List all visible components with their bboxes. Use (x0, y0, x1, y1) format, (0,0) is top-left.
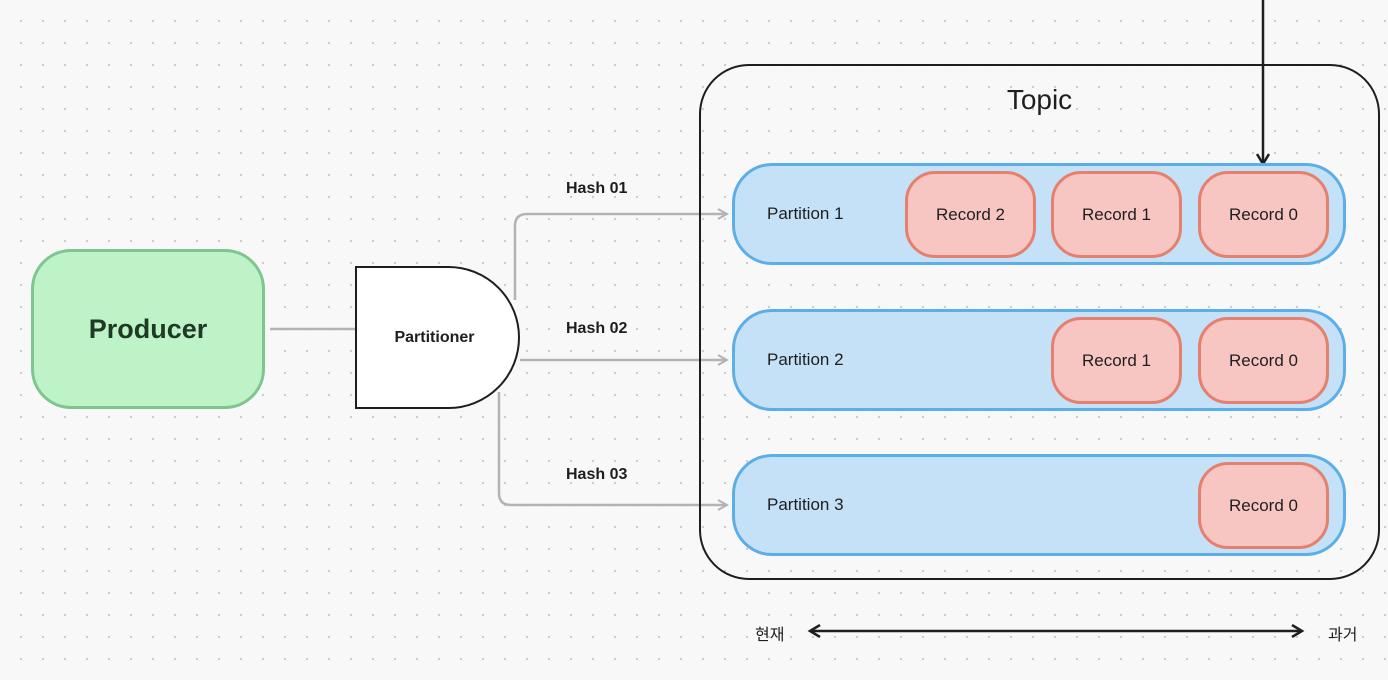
partition-1: Partition 1 Record 2 Record 1 Record 0 (732, 163, 1346, 265)
hash-03-connector (497, 392, 727, 505)
record-item: Record 0 (1198, 317, 1329, 404)
record-item: Record 1 (1051, 171, 1182, 258)
hash-label-03: Hash 03 (566, 466, 628, 483)
hash-01-connector (513, 214, 727, 300)
partitioner-label: Partitioner (394, 328, 475, 346)
timeline-past-label: 과거 (1328, 627, 1358, 644)
hash-label-02: Hash 02 (566, 320, 628, 337)
partition-label: Partition 3 (767, 495, 844, 514)
partition-2: Partition 2 Record 1 Record 0 (732, 309, 1346, 411)
topic-container: Topic (699, 64, 1380, 580)
record-item: Record 1 (1051, 317, 1182, 404)
partition-label: Partition 2 (767, 350, 844, 369)
partition-3: Partition 3 Record 0 (732, 454, 1346, 556)
partitioner-node: Partitioner (355, 266, 520, 409)
partition-label: Partition 1 (767, 204, 844, 223)
record-item: Record 0 (1198, 171, 1329, 258)
record-item: Record 2 (905, 171, 1036, 258)
hash-label-01: Hash 01 (566, 180, 628, 197)
producer-node: Producer (31, 249, 265, 409)
producer-label: Producer (88, 313, 208, 344)
timeline-now-label: 현재 (755, 627, 785, 644)
record-item: Record 0 (1198, 462, 1329, 549)
topic-title: Topic (1006, 84, 1073, 115)
